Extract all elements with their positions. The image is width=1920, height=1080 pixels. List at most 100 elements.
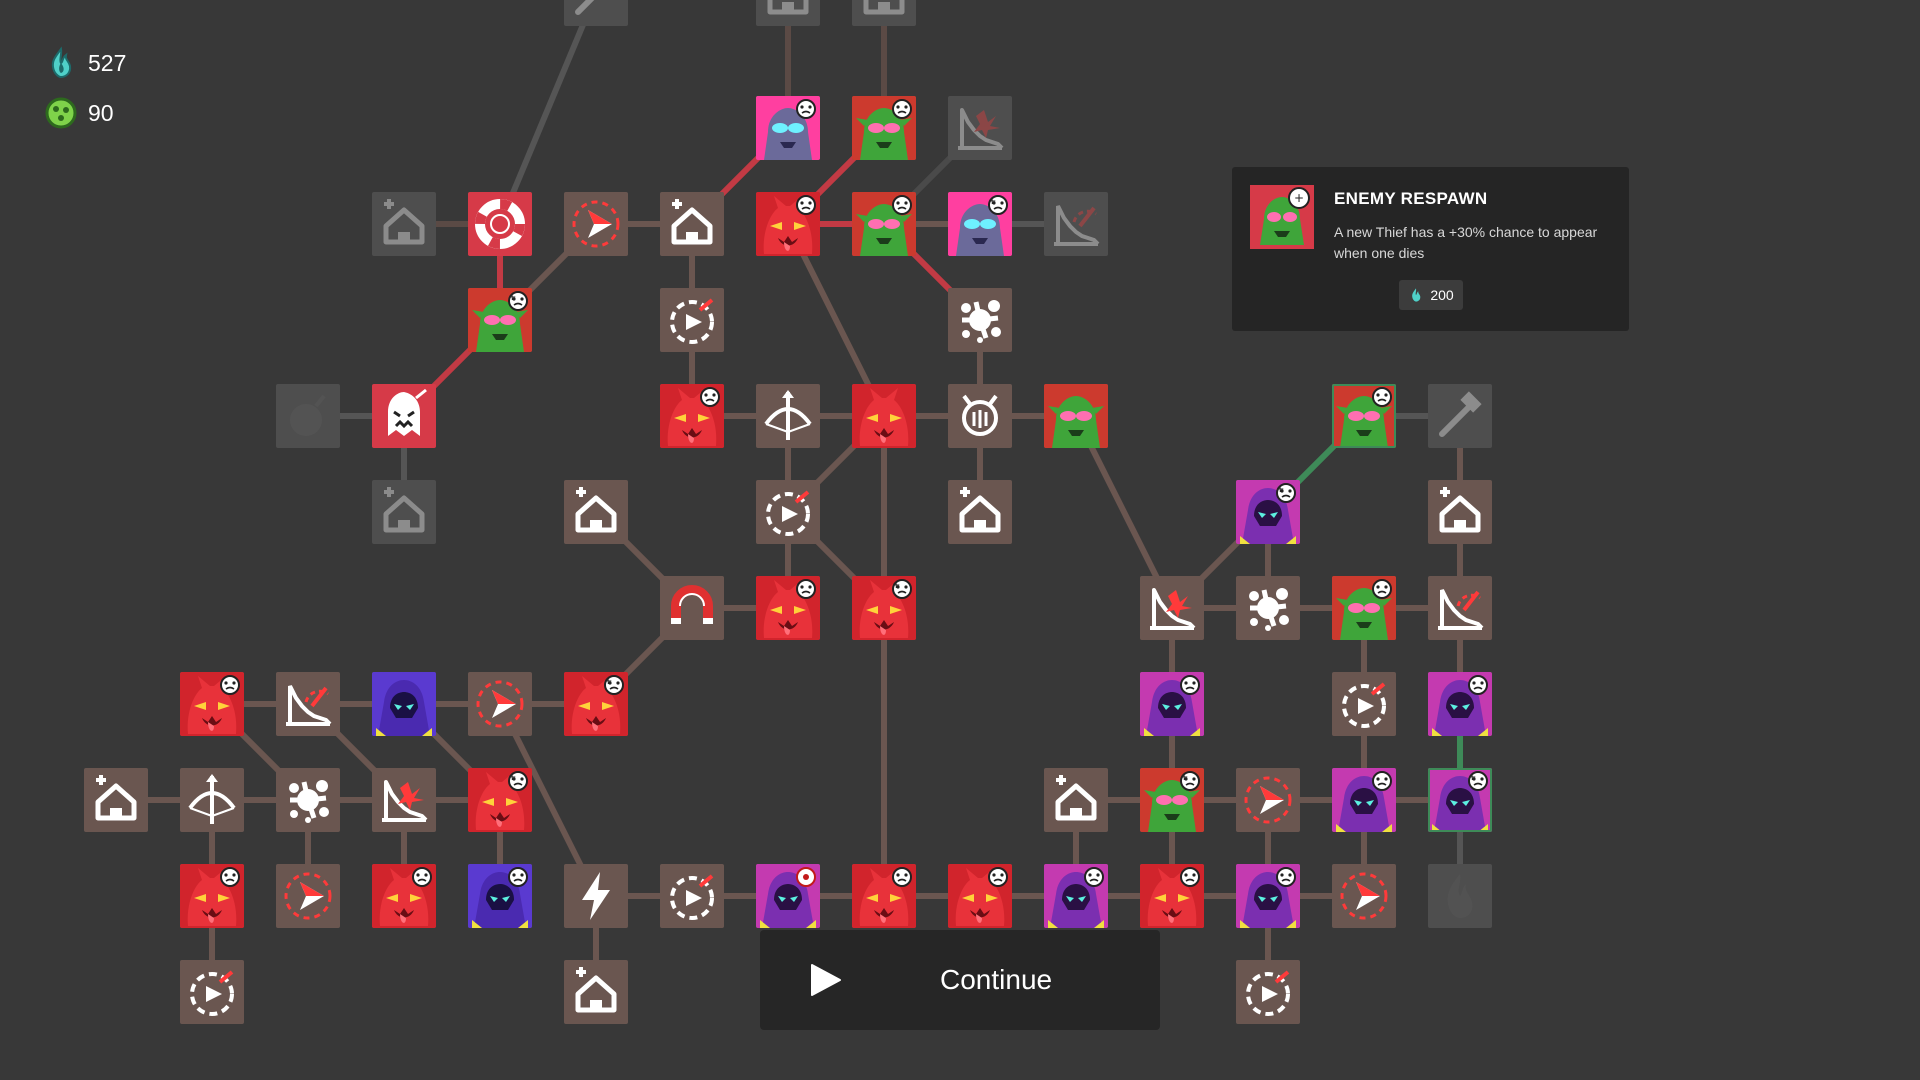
skill-node-red-demon[interactable] xyxy=(948,864,1012,928)
skill-node-speed-arrow[interactable] xyxy=(564,192,628,256)
skill-node-spike-trap[interactable] xyxy=(372,768,436,832)
home-plus-icon xyxy=(383,487,425,533)
skill-node-speed-arrow[interactable] xyxy=(276,864,340,928)
skill-node-home-plus[interactable] xyxy=(660,192,724,256)
skill-node-splat[interactable] xyxy=(1236,576,1300,640)
purple-hood-icon: + xyxy=(1236,480,1300,544)
skill-node-purple-hood[interactable] xyxy=(1332,768,1396,832)
skill-node-spike-trap-speed[interactable] xyxy=(1044,192,1108,256)
skill-node-red-demon[interactable] xyxy=(1140,864,1204,928)
skill-node-home-plus[interactable] xyxy=(948,480,1012,544)
skill-node-bomb[interactable] xyxy=(276,384,340,448)
skill-node-spike-trap-speed[interactable] xyxy=(276,672,340,736)
skill-node-splat[interactable] xyxy=(276,768,340,832)
skill-node-red-demon[interactable]: + xyxy=(468,768,532,832)
skill-node-magnet[interactable] xyxy=(660,576,724,640)
skill-node-purple-hood[interactable] xyxy=(468,864,532,928)
flame-icon xyxy=(1447,874,1473,918)
skill-node-speed-arrow[interactable] xyxy=(1236,768,1300,832)
skill-node-home-plus[interactable] xyxy=(852,0,916,26)
skill-node-speed-dial[interactable] xyxy=(660,864,724,928)
skill-node-hammer[interactable] xyxy=(564,0,628,26)
skill-node-purple-hood[interactable] xyxy=(372,672,436,736)
skill-node-red-demon[interactable] xyxy=(660,384,724,448)
red-demon-icon xyxy=(756,192,820,256)
skill-node-speed-dial[interactable] xyxy=(180,960,244,1024)
skill-node-speed-arrow[interactable] xyxy=(468,672,532,736)
skill-node-ghost-fire[interactable] xyxy=(372,384,436,448)
skill-node-flame[interactable] xyxy=(1428,864,1492,928)
skill-node-red-demon[interactable] xyxy=(756,192,820,256)
skill-node-crossbow[interactable] xyxy=(756,384,820,448)
skill-node-spike-trap-speed[interactable] xyxy=(1428,576,1492,640)
crossbow-icon xyxy=(188,774,236,824)
skill-node-purple-hood[interactable]: + xyxy=(1236,480,1300,544)
skill-node-red-demon[interactable] xyxy=(852,384,916,448)
skill-node-hammer[interactable] xyxy=(1428,384,1492,448)
red-demon-icon: + xyxy=(564,672,628,736)
skill-node-green-thief[interactable] xyxy=(1332,576,1396,640)
skill-node-green-thief[interactable]: + xyxy=(1140,768,1204,832)
skill-node-green-thief[interactable] xyxy=(1044,384,1108,448)
purple-hood-icon xyxy=(1236,864,1300,928)
skill-node-purple-hood[interactable] xyxy=(1044,864,1108,928)
skill-node-pink-thief[interactable] xyxy=(756,96,820,160)
spike-trap-icon xyxy=(1150,588,1196,630)
red-demon-icon xyxy=(660,384,724,448)
speed-arrow-icon xyxy=(1244,776,1292,824)
green-thief-icon xyxy=(1332,576,1396,640)
speed-arrow-icon xyxy=(476,680,524,728)
skill-node-purple-hood[interactable]: + xyxy=(1428,768,1492,832)
tooltip-title: ENEMY RESPAWN xyxy=(1334,189,1488,208)
skill-node-lightning[interactable] xyxy=(564,864,628,928)
skill-node-home-plus[interactable] xyxy=(84,768,148,832)
currency-blue-flame: 527 xyxy=(44,46,126,80)
skill-node-pink-thief[interactable]: + xyxy=(948,192,1012,256)
skill-node-red-demon[interactable] xyxy=(180,864,244,928)
green-thief-icon xyxy=(852,96,916,160)
skill-node-home-plus[interactable] xyxy=(1044,768,1108,832)
svg-text:+: + xyxy=(508,772,516,783)
skill-node-splat[interactable] xyxy=(948,288,1012,352)
skill-node-green-thief[interactable] xyxy=(852,96,916,160)
skill-node-home-plus[interactable] xyxy=(372,480,436,544)
skill-node-red-demon[interactable] xyxy=(756,576,820,640)
skill-node-home-plus[interactable] xyxy=(756,0,820,26)
tooltip-cost-value: 200 xyxy=(1430,287,1454,303)
skill-node-lifebuoy[interactable] xyxy=(468,192,532,256)
skill-node-red-demon[interactable] xyxy=(852,864,916,928)
skill-node-speed-dial[interactable] xyxy=(756,480,820,544)
skill-node-spike-trap[interactable] xyxy=(1140,576,1204,640)
skill-node-red-demon[interactable] xyxy=(180,672,244,736)
skill-node-purple-hood[interactable] xyxy=(1140,672,1204,736)
skill-node-speed-dial[interactable] xyxy=(660,288,724,352)
skill-node-home-plus[interactable] xyxy=(372,192,436,256)
skill-node-speed-arrow[interactable] xyxy=(1332,864,1396,928)
home-plus-icon xyxy=(1439,487,1481,533)
skill-node-home-plus[interactable] xyxy=(1428,480,1492,544)
skill-node-home-plus[interactable] xyxy=(564,960,628,1024)
speed-dial-icon xyxy=(670,874,714,920)
continue-label: Continue xyxy=(940,964,1053,995)
home-plus-icon xyxy=(959,487,1001,533)
speed-arrow-icon xyxy=(572,200,620,248)
skill-node-speed-dial[interactable] xyxy=(1332,672,1396,736)
skill-node-red-demon[interactable] xyxy=(372,864,436,928)
skill-node-purple-hood[interactable] xyxy=(1428,672,1492,736)
spike-trap-icon xyxy=(958,108,1004,150)
skill-node-green-thief[interactable] xyxy=(852,192,916,256)
skill-node-crossbow[interactable] xyxy=(180,768,244,832)
skill-node-speed-dial[interactable] xyxy=(1236,960,1300,1024)
continue-button[interactable]: Continue xyxy=(760,930,1160,1030)
skill-node-green-thief[interactable] xyxy=(1332,384,1396,448)
red-demon-icon: + xyxy=(468,768,532,832)
skill-node-spike-trap[interactable] xyxy=(948,96,1012,160)
red-demon-icon xyxy=(372,864,436,928)
skill-node-purple-hood[interactable] xyxy=(1236,864,1300,928)
skill-node-red-demon[interactable]: + xyxy=(852,576,916,640)
skill-node-shield-trap[interactable] xyxy=(948,384,1012,448)
skill-node-home-plus[interactable] xyxy=(564,480,628,544)
skill-node-red-demon[interactable]: + xyxy=(564,672,628,736)
skill-node-purple-hood[interactable] xyxy=(756,864,820,928)
skill-node-green-thief[interactable]: + xyxy=(468,288,532,352)
